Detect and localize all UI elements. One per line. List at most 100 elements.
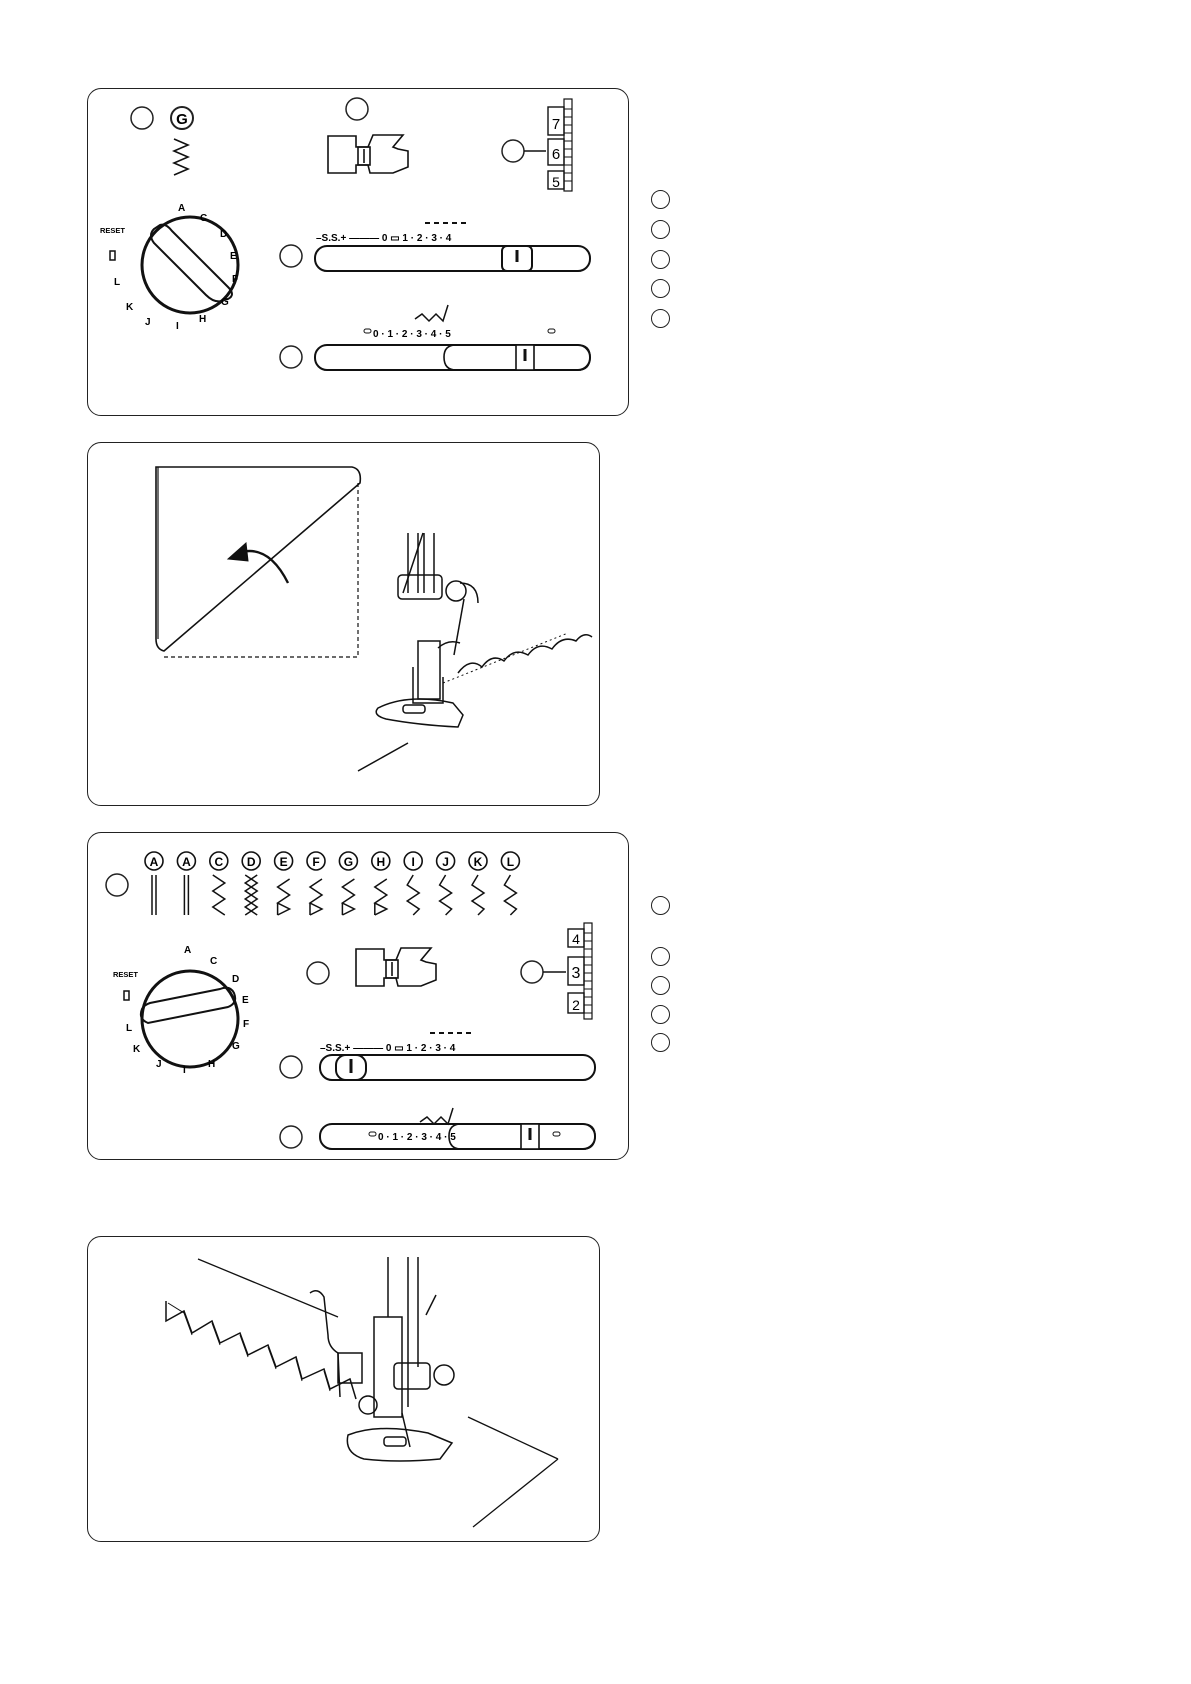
dial-letter: C	[210, 956, 217, 967]
pattern-letter: L	[507, 855, 514, 869]
dial-letter: E	[230, 251, 237, 262]
callout-circle	[279, 1055, 303, 1079]
pattern-letter-circle	[144, 851, 164, 871]
pattern-letter-circle	[435, 851, 456, 871]
pattern-letter: A	[182, 855, 191, 869]
pattern-letter-circle	[370, 851, 391, 871]
callout-circle	[306, 961, 330, 985]
pattern-letter: D	[247, 855, 256, 869]
callout-circle	[130, 106, 154, 130]
dial-letter: K	[133, 1044, 141, 1055]
stitch-pattern-icon	[503, 874, 518, 916]
presser-foot-icon	[327, 134, 409, 174]
callout-circle	[105, 873, 129, 897]
zigzag-width-icon	[419, 1107, 454, 1126]
blind-hem-illustration	[165, 1257, 559, 1528]
pattern-letter: C	[214, 855, 223, 869]
stitch-pattern-icon	[151, 875, 157, 915]
dial-letter: J	[145, 317, 151, 328]
dial-letter: G	[221, 297, 229, 308]
callout-circle	[501, 139, 525, 163]
stitch-pattern-icon	[183, 875, 190, 915]
stitch-length-slider[interactable]	[319, 1054, 596, 1081]
callout-circle	[279, 345, 303, 369]
callout-circle	[651, 220, 670, 239]
stitch-pattern-icon	[470, 874, 486, 916]
pattern-letter: F	[312, 855, 319, 869]
callout-circle	[520, 960, 544, 984]
callout-circle	[345, 97, 369, 121]
dial-reset-label: RESET	[100, 226, 125, 235]
dial-letter: H	[199, 314, 206, 325]
pattern-letter-circle	[273, 851, 294, 871]
pattern-letter: H	[376, 855, 385, 869]
tension-number: 4	[572, 931, 580, 947]
dial-letter: K	[126, 302, 134, 313]
dial-reset-label: RESET	[113, 970, 138, 979]
dial-letter: G	[232, 1041, 240, 1052]
dial-letter: C	[200, 213, 207, 224]
pattern-selector-dial: RESET A C D E F G H I J K L	[113, 945, 249, 1076]
pattern-selector-dial: RESET A C D E F G H I J K L	[100, 203, 240, 332]
pattern-letter-circle	[403, 851, 424, 871]
pattern-letter-circle	[338, 851, 359, 871]
stitch-length-slider[interactable]	[314, 245, 591, 272]
pattern-letter: K	[474, 855, 483, 869]
callout-circle	[651, 279, 670, 298]
blind-hem-stitch-line	[165, 1301, 357, 1400]
stitch-length-scale: –S.S.+ ——— 0 ▭ 1 · 2 · 3 · 4	[320, 1043, 456, 1054]
stitch-pattern-icon	[211, 874, 227, 916]
callout-circle	[651, 309, 670, 328]
overcast-stitch-icon	[171, 138, 191, 176]
presser-foot-icon	[355, 947, 437, 987]
dial-letter: F	[243, 1019, 249, 1030]
stitch-width-slider[interactable]	[314, 344, 591, 371]
stitch-width-slider[interactable]	[319, 1123, 596, 1150]
stitch-width-scale: 0 · 1 · 2 · 3 · 4 · 5	[373, 329, 451, 340]
pattern-letter: I	[412, 855, 415, 869]
pattern-letter-circle	[500, 851, 521, 871]
pattern-letter-circle	[468, 851, 488, 871]
pattern-letter: E	[280, 855, 288, 869]
dial-letter: A	[184, 945, 191, 956]
pattern-letter-circle	[170, 106, 194, 130]
stitch-pattern-icon	[405, 874, 421, 916]
stitch-length-scale: –S.S.+ ——— 0 ▭ 1 · 2 · 3 · 4	[316, 233, 452, 244]
dial-letter: I	[183, 1065, 186, 1076]
stitch-pattern-icon	[276, 878, 292, 916]
settings-panel-1-drawing: G 7 6 5 RESET A C	[100, 97, 591, 371]
dial-letter: L	[126, 1023, 132, 1034]
dial-letter: I	[176, 321, 179, 332]
stitch-pattern-icon	[373, 878, 389, 916]
pattern-letter-circle	[209, 851, 229, 871]
stitch-width-scale: 0 · 1 · 2 · 3 · 4 · 5	[378, 1132, 456, 1143]
pattern-letter: A	[150, 855, 159, 869]
zigzag-width-icon	[414, 304, 449, 323]
stitch-pattern-icon	[438, 874, 453, 916]
pattern-letter: J	[442, 855, 449, 869]
dial-letter: E	[242, 995, 249, 1006]
pattern-letter-circle	[241, 851, 261, 871]
pattern-letter-circle	[176, 851, 197, 871]
callout-circle	[279, 244, 303, 268]
thread-tension-dial: 4 3 2	[567, 922, 593, 1020]
dial-letter: H	[208, 1059, 215, 1070]
tension-number: 7	[552, 116, 560, 133]
shell-stitch-line	[457, 634, 593, 674]
dial-letter: A	[178, 203, 185, 214]
callout-circle	[651, 947, 670, 966]
tension-number: 6	[552, 146, 560, 163]
dial-letter: L	[114, 277, 120, 288]
illustration-panel-shell-tuck	[87, 442, 600, 806]
dial-letter: F	[232, 274, 238, 285]
illustration-panel-blind-hem	[87, 1236, 600, 1542]
dial-letter: D	[232, 974, 239, 985]
tension-number: 5	[552, 174, 560, 190]
pattern-letter-circle	[306, 851, 326, 871]
callout-circle	[651, 976, 670, 995]
dial-letter: J	[156, 1059, 162, 1070]
callout-circle	[651, 190, 670, 209]
